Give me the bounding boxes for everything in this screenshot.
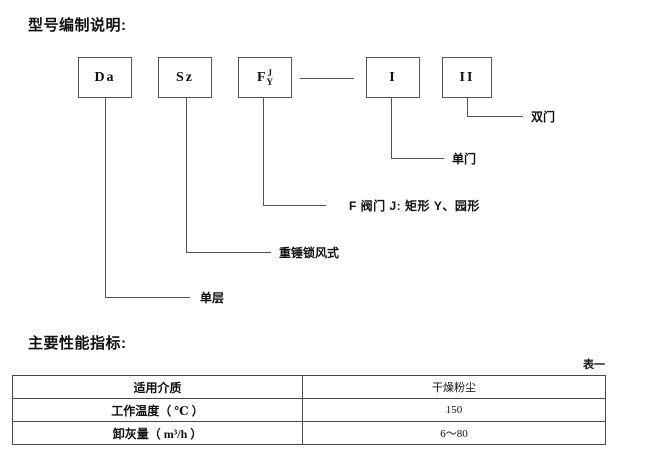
leader-line-double-door-vertical xyxy=(467,98,468,116)
performance-table: 适用介质 干燥粉尘 工作温度（ ℃ ） 150 卸灰量（ m³/h ） 6～80 xyxy=(12,375,606,445)
box-roman-1: I xyxy=(366,57,420,98)
box-roman-2-label: II xyxy=(459,69,475,85)
box-sz-label: Sz xyxy=(176,69,194,85)
annotation-single-door: 单门 xyxy=(452,152,477,166)
table-row: 适用介质 干燥粉尘 xyxy=(12,375,606,399)
leader-line-single-layer-vertical xyxy=(105,98,106,297)
table-row: 卸灰量（ m³/h ） 6～80 xyxy=(12,421,606,445)
table-cell-label: 工作温度（ ℃ ） xyxy=(12,398,303,422)
leader-line-single-layer-horizontal xyxy=(105,297,190,298)
annotation-single-layer: 单层 xyxy=(200,291,225,305)
leader-line-double-door-horizontal xyxy=(467,116,523,117)
box-fjy-lower-label: Y xyxy=(266,76,274,87)
box-fjy: F J Y xyxy=(238,57,292,98)
table-cell-label: 卸灰量（ m³/h ） xyxy=(12,421,303,445)
model-code-diagram: Da Sz F J Y I II 双门 单门 F 阀门 J: 矩形 Y、园形 重… xyxy=(78,57,556,305)
table-cell-label: 适用介质 xyxy=(12,375,303,399)
table-row: 工作温度（ ℃ ） 150 xyxy=(12,398,606,422)
leader-line-valve-vertical xyxy=(263,98,264,205)
table-cell-value: 干燥粉尘 xyxy=(302,375,606,399)
box-roman-1-label: I xyxy=(389,69,397,85)
leader-line-counterweight-horizontal xyxy=(186,252,271,253)
annotation-counterweight: 重锤锁风式 xyxy=(279,246,340,260)
model-section-heading: 型号编制说明: xyxy=(28,17,127,34)
box-da: Da xyxy=(78,57,132,98)
leader-line-single-door-horizontal xyxy=(391,158,444,159)
performance-section-heading: 主要性能指标: xyxy=(28,335,127,352)
table-cell-value: 6～80 xyxy=(302,421,606,445)
table-cell-value: 150 xyxy=(302,398,606,422)
box-fjy-primary-label: F xyxy=(256,69,266,85)
box-da-label: Da xyxy=(94,69,116,85)
box-fjy-upper-label: J xyxy=(267,67,273,78)
box-sz: Sz xyxy=(158,57,212,98)
box-roman-2: II xyxy=(442,57,492,98)
leader-line-single-door-vertical xyxy=(391,98,392,158)
dash-connector xyxy=(300,78,354,79)
table-caption: 表一 xyxy=(583,359,605,371)
annotation-valve-shape: F 阀门 J: 矩形 Y、园形 xyxy=(349,199,480,213)
leader-line-valve-horizontal xyxy=(263,205,326,206)
leader-line-counterweight-vertical xyxy=(186,98,187,252)
annotation-double-door: 双门 xyxy=(531,110,556,124)
